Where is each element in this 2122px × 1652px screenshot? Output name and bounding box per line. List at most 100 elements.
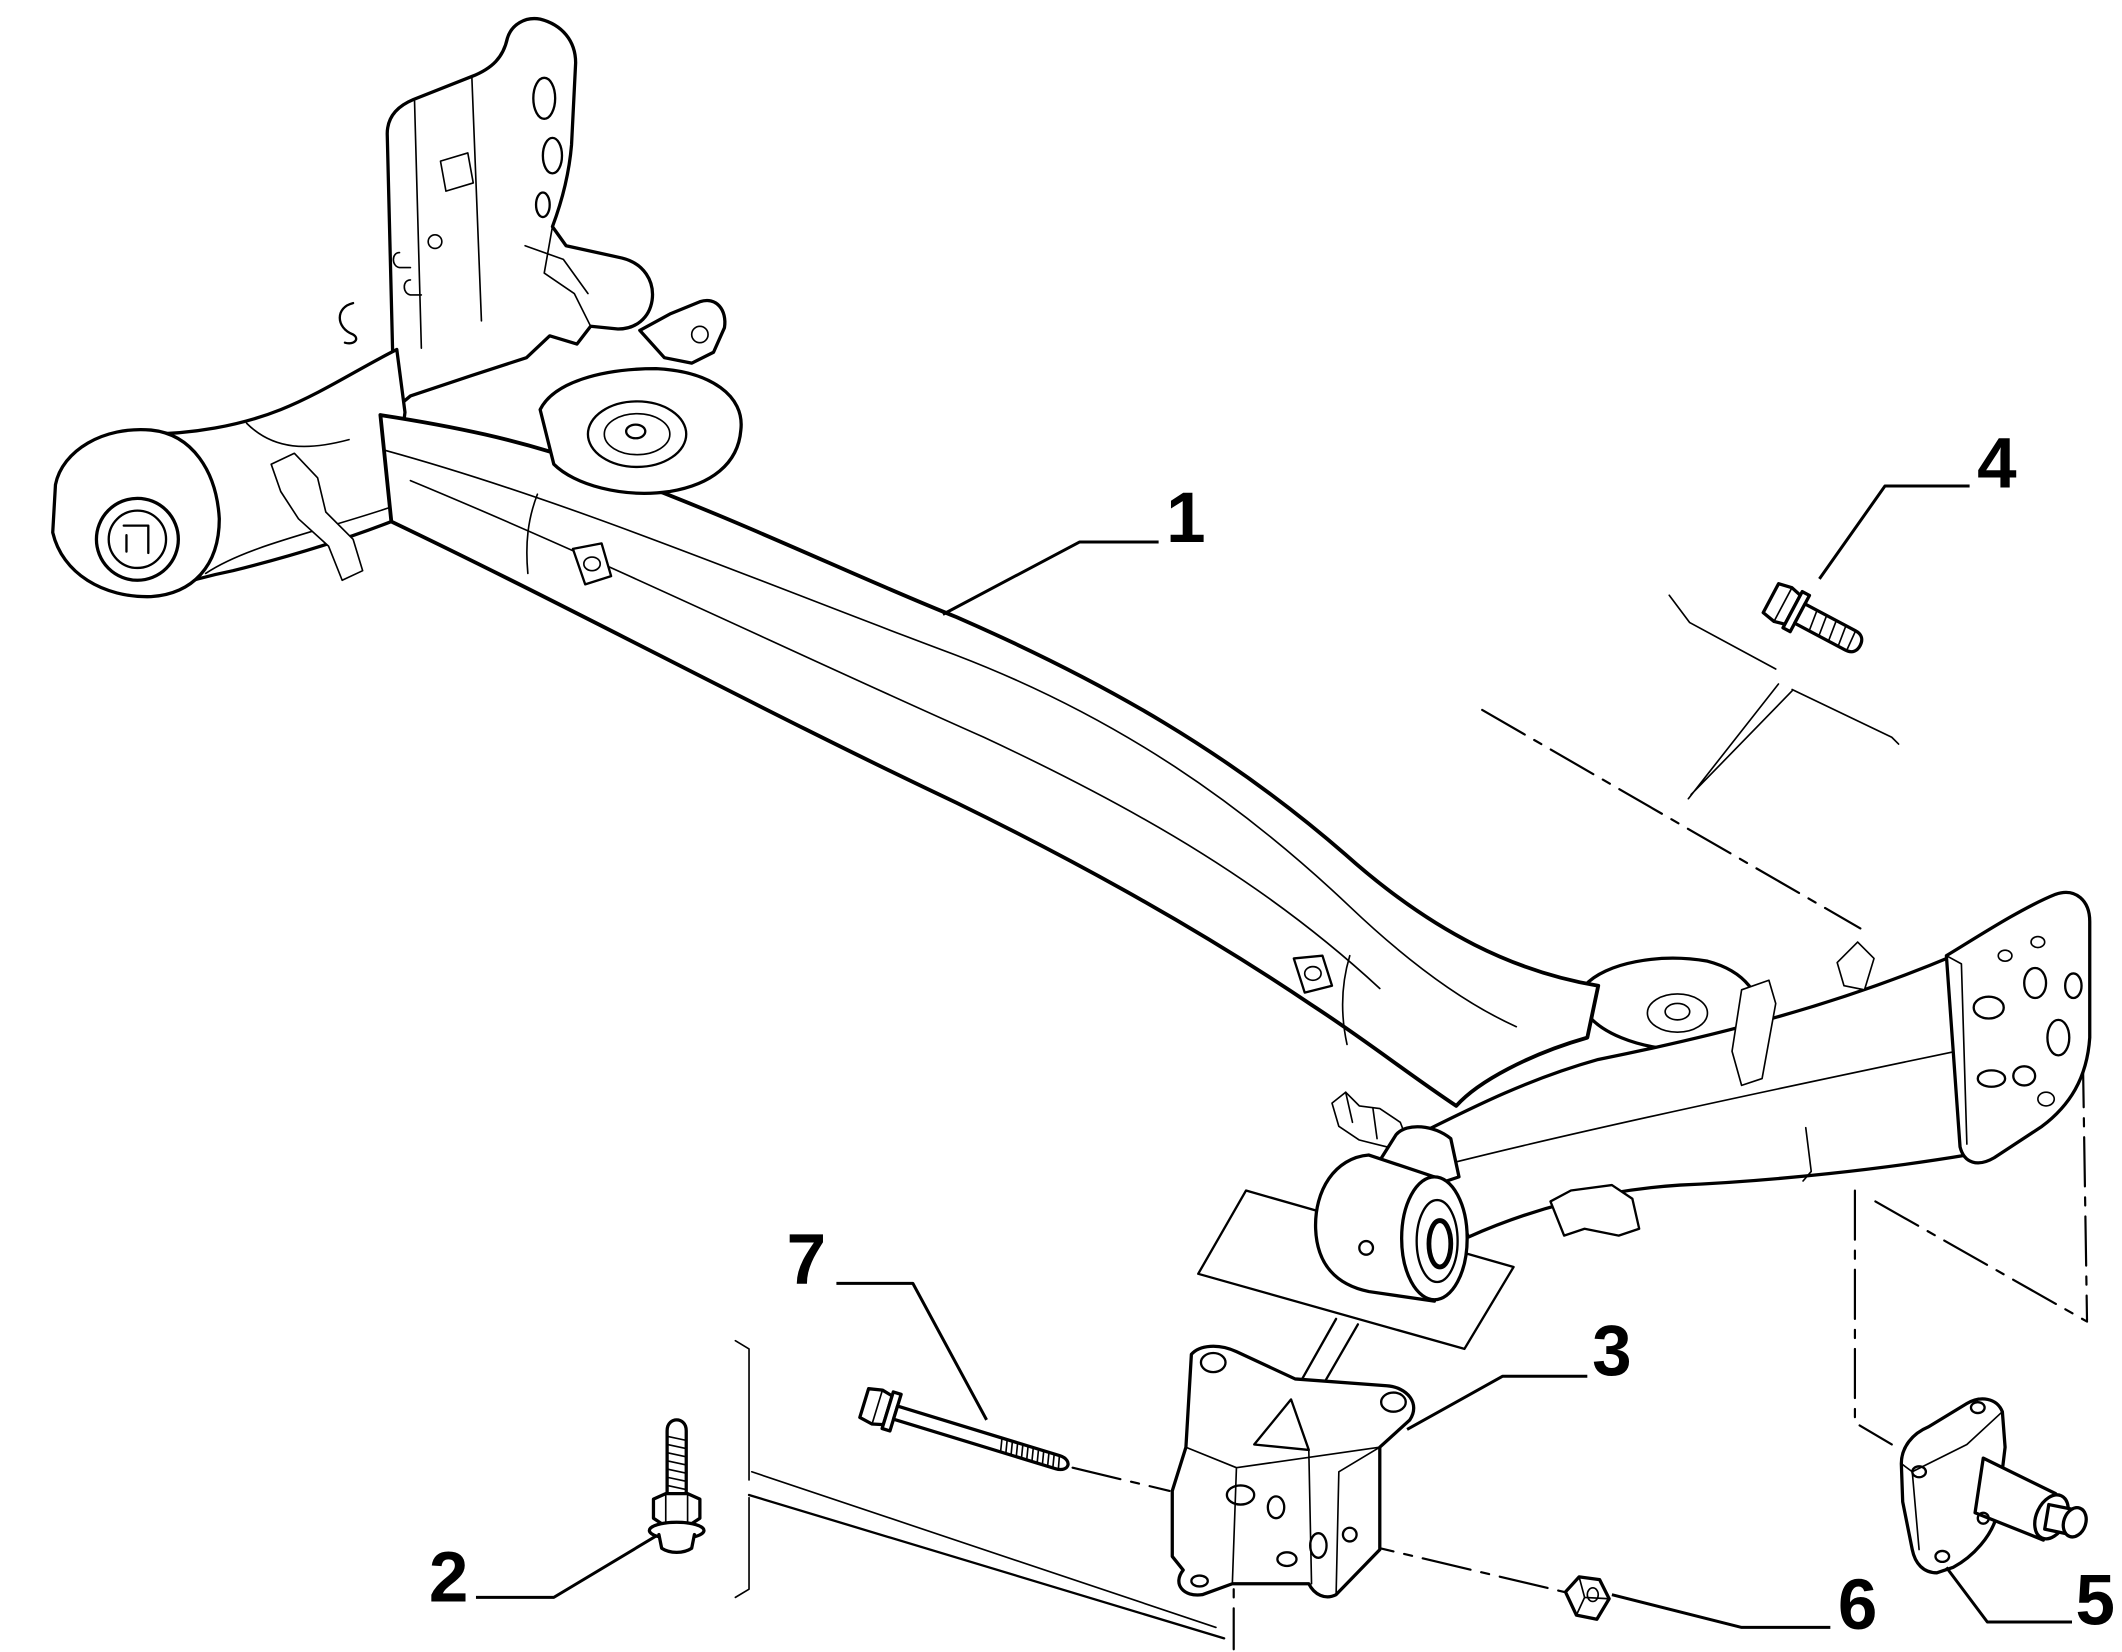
axis-line-stub-axle xyxy=(1853,1189,1893,1446)
axis-line-bolt-4 xyxy=(1481,708,1862,930)
left-spring-seat-ring xyxy=(603,412,671,456)
callout-3-number: 3 xyxy=(1592,1312,1631,1391)
left-bushing-inner xyxy=(107,509,168,570)
guide-line xyxy=(1668,594,1777,670)
mount-side-bracket-hole xyxy=(690,325,709,344)
mount-bracket-lines xyxy=(524,225,592,328)
right-arm-crease xyxy=(1449,1050,1957,1165)
hub-plate-hole xyxy=(2037,1091,2056,1107)
callout-1-number: 1 xyxy=(1166,479,1205,558)
stub-axle-hole xyxy=(1934,1549,1951,1564)
bolt-4-head-facet xyxy=(1773,586,1793,623)
callout-5-number: 5 xyxy=(2075,1562,2114,1641)
stub-axle-hole xyxy=(1976,1511,1990,1525)
callout-6: 6 xyxy=(1611,1566,1877,1645)
hub-plate-hole xyxy=(2064,972,2083,1000)
bolt-2-base xyxy=(657,1532,697,1554)
bracket-3-cutout xyxy=(1253,1398,1310,1452)
right-spring-seat-center xyxy=(1664,1002,1691,1021)
stub-axle-hole xyxy=(1911,1465,1928,1479)
callout-4-leader xyxy=(1818,484,1970,580)
bolt-2-head-facets xyxy=(664,1492,689,1528)
guide-wedge xyxy=(1687,683,1793,800)
bracket-3 xyxy=(1170,1344,1416,1599)
left-spring-seat-pad xyxy=(586,400,688,469)
bracket-3-hole xyxy=(1276,1551,1298,1568)
beam-crease xyxy=(385,449,1518,1028)
callout-7-leader xyxy=(836,1281,988,1421)
right-bushing-sleeve xyxy=(1415,1198,1459,1284)
guide-line xyxy=(1791,688,1900,745)
left-mount-plate xyxy=(385,16,655,412)
callout-2: 2 xyxy=(429,1534,657,1617)
bushing-guide xyxy=(1299,1317,1360,1387)
callout-2-leader xyxy=(475,1534,657,1599)
callout-4: 4 xyxy=(1818,424,2017,580)
construction-lines xyxy=(734,594,2089,1651)
axle-beam xyxy=(51,16,2092,1303)
bolt-7 xyxy=(858,1387,1070,1472)
mount-plate-hole xyxy=(534,191,551,219)
nut-6 xyxy=(1563,1575,1611,1621)
right-bushing-housing xyxy=(1378,1125,1461,1187)
bolt-2-thread xyxy=(666,1435,688,1491)
right-bushing-face xyxy=(1400,1175,1469,1302)
bracket-3-hole xyxy=(1199,1351,1227,1374)
callout-7-number: 7 xyxy=(787,1220,826,1299)
hub-plate-hole xyxy=(1972,995,2005,1020)
right-hub-plate-edge xyxy=(1945,954,1968,1145)
mount-plate-tab xyxy=(439,152,475,192)
callout-4-number: 4 xyxy=(1977,424,2017,503)
beam-section-step xyxy=(526,493,1351,1046)
stub-axle-tip-end xyxy=(2061,1506,2088,1539)
right-arm-lower-bracket xyxy=(1549,1183,1641,1237)
hub-plate-hole xyxy=(2012,1065,2037,1087)
nut-6-bore xyxy=(1586,1587,1600,1603)
callout-5: 5 xyxy=(1945,1562,2115,1641)
beam-tab-hole xyxy=(1303,965,1322,982)
left-spring-seat-center xyxy=(624,423,647,440)
axis-line-stub-axle xyxy=(2081,1057,2089,1322)
beam-tab xyxy=(571,542,613,586)
callout-5-leader xyxy=(1945,1566,2072,1624)
beam-tab-hole xyxy=(583,556,602,572)
hub-plate-hole xyxy=(2023,966,2048,1000)
stub-axle-hole xyxy=(1969,1400,1986,1415)
right-brake-clip xyxy=(1836,941,1875,991)
bracket-3-hole xyxy=(1309,1532,1328,1559)
stub-axle-5 xyxy=(1899,1397,2088,1575)
brake-line-clip-detail xyxy=(1344,1091,1378,1140)
bolt-7-thread xyxy=(999,1437,1061,1469)
bracket-3-body xyxy=(1170,1344,1416,1599)
right-bushing-bore xyxy=(1426,1218,1454,1270)
callout-6-number: 6 xyxy=(1838,1566,1877,1645)
hub-plate-hole xyxy=(2030,935,2046,949)
hub-plate-hole xyxy=(1976,1069,2007,1088)
bolt-4-flange xyxy=(1781,589,1812,634)
left-arm-flange xyxy=(204,422,390,575)
callouts: 1 2 3 4 5 6 7 xyxy=(429,424,2115,1644)
callout-3-leader xyxy=(1406,1374,1588,1431)
bracket-3-hole xyxy=(1266,1495,1286,1520)
bracket-3-hole xyxy=(1341,1526,1358,1543)
bolt-7-head-facet xyxy=(871,1389,884,1425)
bracket-3-hole xyxy=(1379,1391,1407,1413)
mount-side-bracket xyxy=(638,298,727,365)
right-spring-seat-pad xyxy=(1646,993,1709,1033)
hub-plate-hole xyxy=(1997,949,2013,962)
bolt-4-shank xyxy=(1793,602,1864,654)
mount-plate-hole xyxy=(532,76,557,120)
axis-line-nut-6 xyxy=(1344,1538,1566,1594)
axis-line-bolt-7 xyxy=(1071,1466,1171,1492)
bolt-4-thread xyxy=(1808,609,1857,652)
guide-line xyxy=(750,1470,1217,1629)
callout-7: 7 xyxy=(787,1220,988,1421)
mount-plate-hole xyxy=(541,136,564,175)
beam-body xyxy=(378,413,1601,1108)
bolt-7-flange xyxy=(880,1390,903,1433)
bolt-4 xyxy=(1761,582,1864,654)
mount-plate-edge xyxy=(413,77,483,349)
bolt-7-shank xyxy=(891,1404,1070,1472)
guide-bracket xyxy=(734,1339,750,1599)
